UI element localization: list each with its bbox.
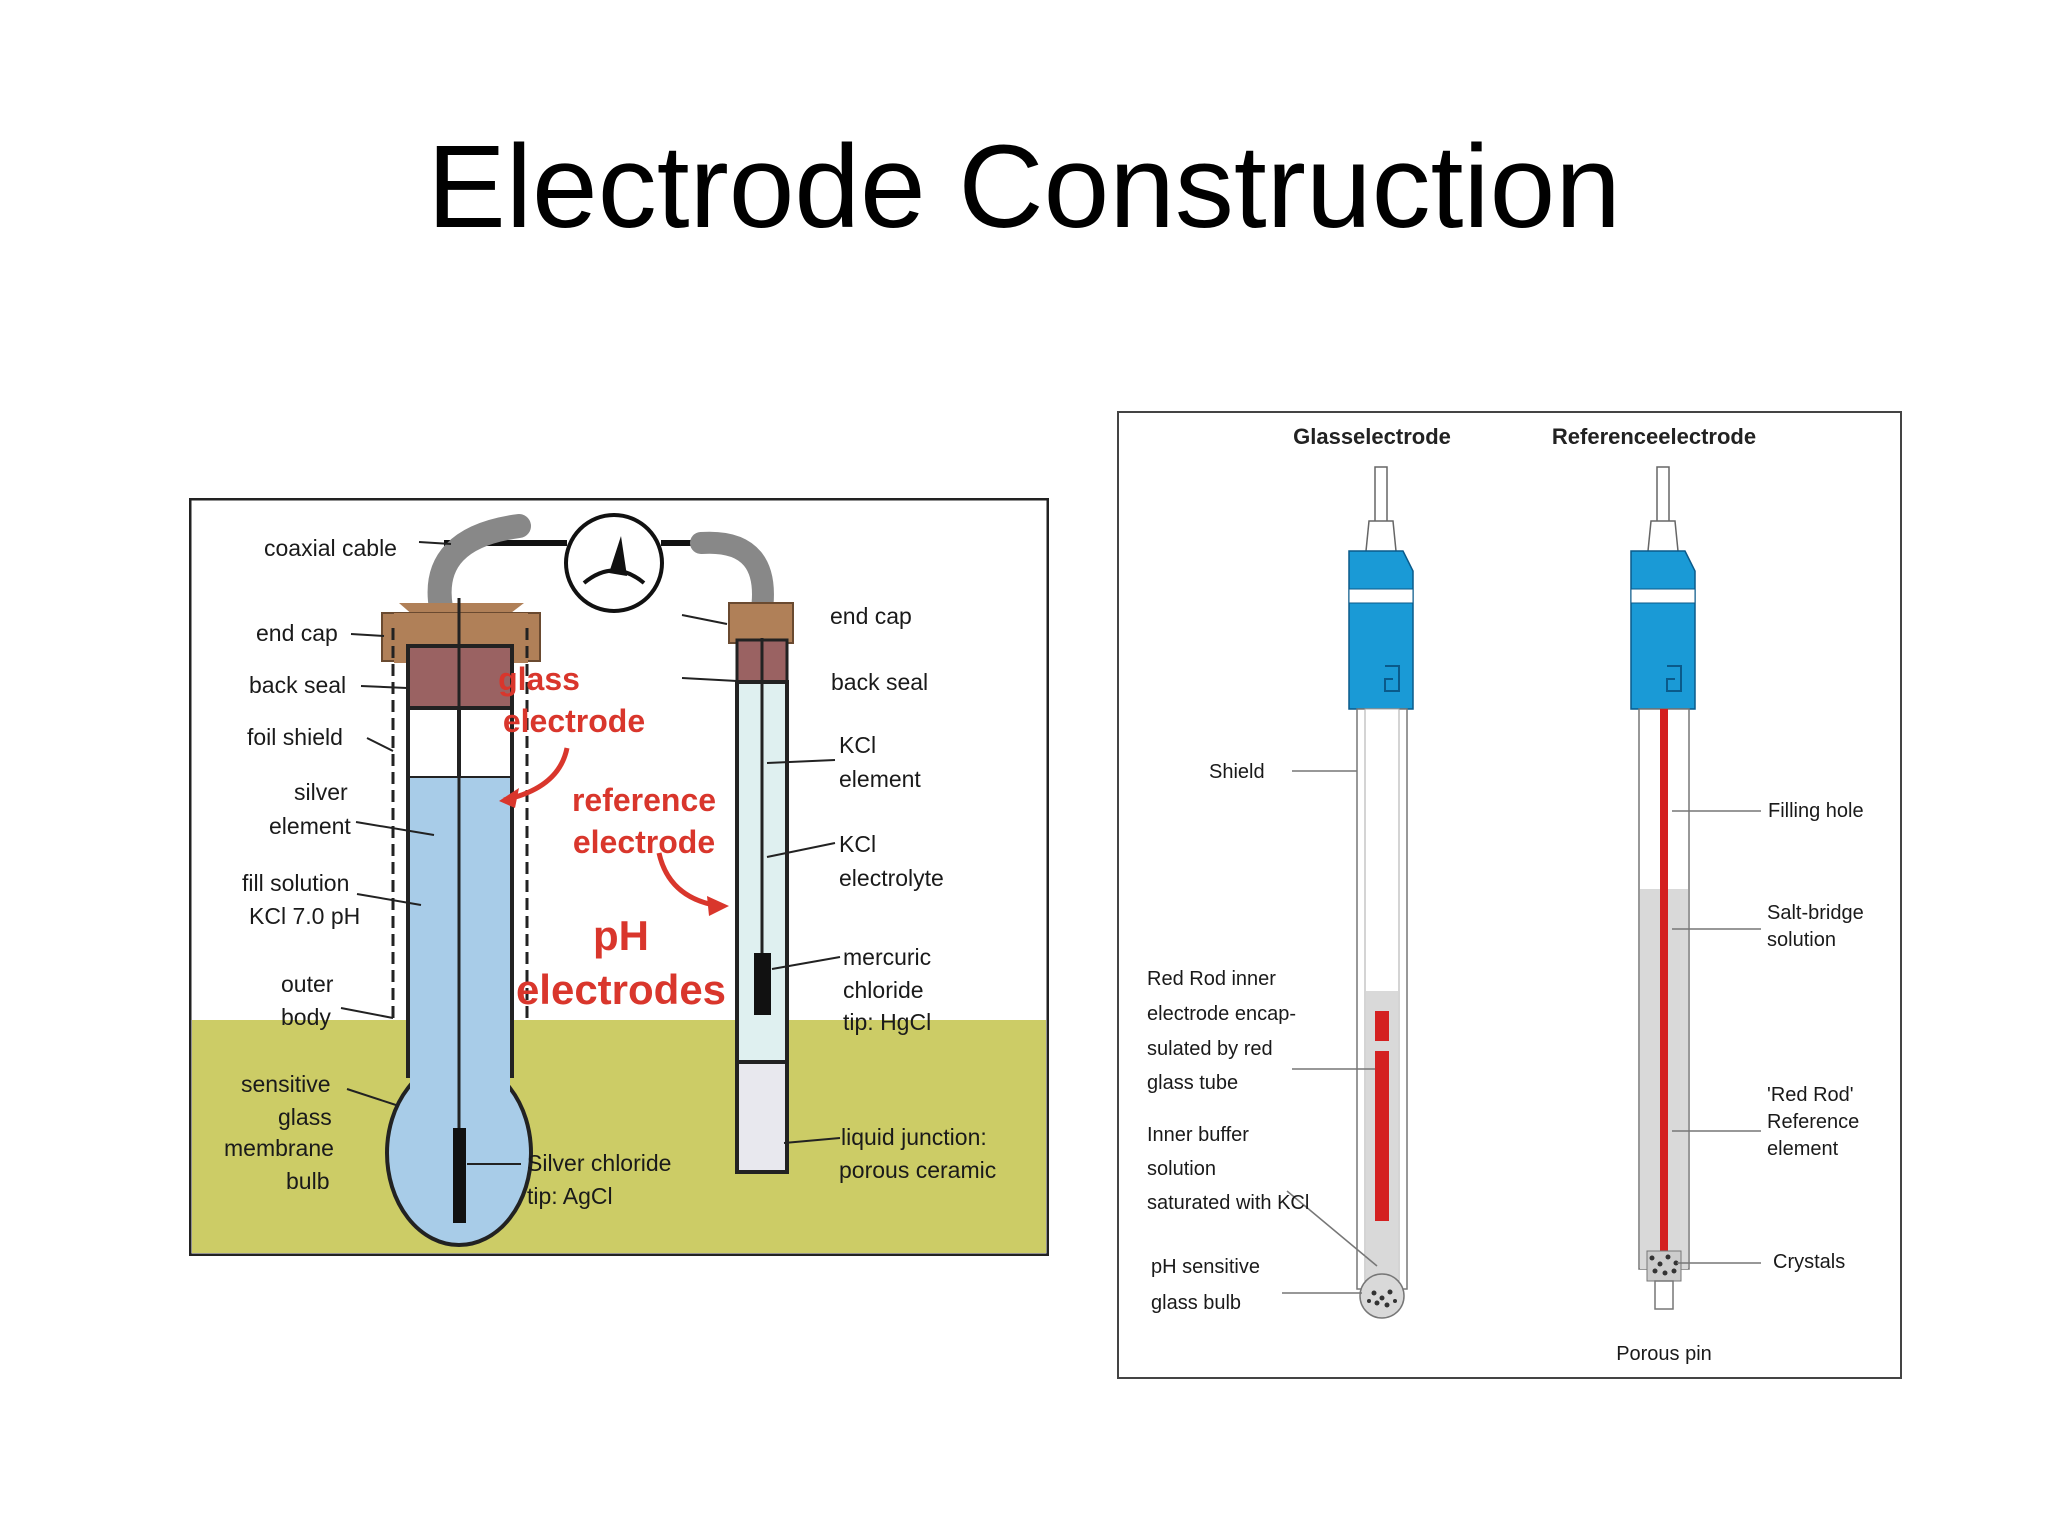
- reference-junction: [735, 1060, 789, 1174]
- ph-electrodes-svg: coaxial cable end cap back seal foil shi…: [188, 497, 1050, 1257]
- mercuric-tip: [754, 953, 771, 1015]
- label-red-rod-2: electrode encap-: [1147, 1003, 1296, 1025]
- label-sensitive-2: glass: [278, 1104, 332, 1130]
- left-cable: [427, 514, 531, 620]
- label-sensitive-4: bulb: [286, 1168, 329, 1194]
- label-salt-bridge-1: Salt-bridge: [1767, 902, 1864, 924]
- label-outer-1: outer: [281, 971, 334, 997]
- label-end-cap-left: end cap: [256, 620, 338, 646]
- label-buffer-2: solution: [1147, 1158, 1216, 1180]
- label-red-rod-4: glass tube: [1147, 1072, 1238, 1094]
- glass-reference-electrode-diagram: Glasselectrode Referenceelectrode: [1117, 411, 1902, 1379]
- label-coaxial-cable: coaxial cable: [264, 535, 397, 561]
- label-fill-2: KCl 7.0 pH: [249, 903, 360, 929]
- label-end-cap-right: end cap: [830, 603, 912, 629]
- reference-end-cap: [728, 602, 794, 644]
- label-silver-1: silver: [294, 779, 348, 805]
- label-junction-1: liquid junction:: [841, 1124, 987, 1150]
- label-salt-bridge-2: solution: [1767, 929, 1836, 951]
- label-foil-shield: foil shield: [247, 724, 343, 750]
- label-mercuric-2: chloride: [843, 977, 924, 1003]
- label-ph: pH: [593, 912, 649, 959]
- label-buffer-3: saturated with KCl: [1147, 1192, 1309, 1214]
- header-glass-electrode: Glasselectrode: [1293, 424, 1451, 449]
- label-crystals: Crystals: [1773, 1251, 1845, 1273]
- label-reference-electrode-1: reference: [572, 782, 716, 818]
- glass-electrode-drawing: [1348, 466, 1414, 1319]
- label-porous-pin: Porous pin: [1616, 1343, 1712, 1365]
- ph-electrodes-diagram: coaxial cable end cap back seal foil shi…: [188, 497, 1050, 1257]
- label-kcl-element-1: KCl: [839, 732, 876, 758]
- label-electrodes: electrodes: [516, 966, 726, 1013]
- right-cable: [690, 531, 774, 627]
- label-outer-2: body: [281, 1004, 331, 1030]
- label-back-seal-right: back seal: [831, 669, 928, 695]
- label-red-rod-ref-3: element: [1767, 1138, 1839, 1160]
- label-back-seal-left: back seal: [249, 672, 346, 698]
- label-fill-1: fill solution: [242, 870, 349, 896]
- label-shield: Shield: [1209, 761, 1265, 783]
- label-glass-electrode-2: electrode: [503, 703, 645, 739]
- label-agcl-1: Silver chloride: [527, 1150, 671, 1176]
- label-sensitive-3: membrane: [224, 1135, 334, 1161]
- label-red-rod-1: Red Rod inner: [1147, 968, 1276, 990]
- slide-title: Electrode Construction: [427, 121, 1621, 253]
- header-reference-electrode: Referenceelectrode: [1552, 424, 1756, 449]
- label-mercuric-3: tip: HgCl: [843, 1009, 931, 1035]
- label-bulb-2: glass bulb: [1151, 1292, 1241, 1314]
- label-junction-2: porous ceramic: [839, 1157, 996, 1183]
- label-red-rod-3: sulated by red: [1147, 1038, 1273, 1060]
- label-reference-electrode-2: electrode: [573, 824, 715, 860]
- ground-area: [192, 1020, 1046, 1253]
- label-kcl-electrolyte-1: KCl: [839, 831, 876, 857]
- silver-chloride-tip: [453, 1128, 466, 1223]
- label-mercuric-1: mercuric: [843, 944, 931, 970]
- label-bulb-1: pH sensitive: [1151, 1256, 1260, 1278]
- label-filling-hole: Filling hole: [1768, 800, 1864, 822]
- label-red-rod-ref-2: Reference: [1767, 1111, 1859, 1133]
- label-buffer-1: Inner buffer: [1147, 1124, 1249, 1146]
- label-agcl-2: tip: AgCl: [527, 1183, 613, 1209]
- technical-electrodes-svg: Glasselectrode Referenceelectrode: [1117, 411, 1902, 1379]
- reference-electrode-drawing: [1630, 466, 1696, 1310]
- label-kcl-element-2: element: [839, 766, 921, 792]
- label-sensitive-1: sensitive: [241, 1071, 330, 1097]
- label-silver-2: element: [269, 813, 351, 839]
- label-glass-electrode-1: glass: [498, 661, 580, 697]
- label-kcl-electrolyte-2: electrolyte: [839, 865, 944, 891]
- label-red-rod-ref-1: 'Red Rod': [1767, 1084, 1854, 1106]
